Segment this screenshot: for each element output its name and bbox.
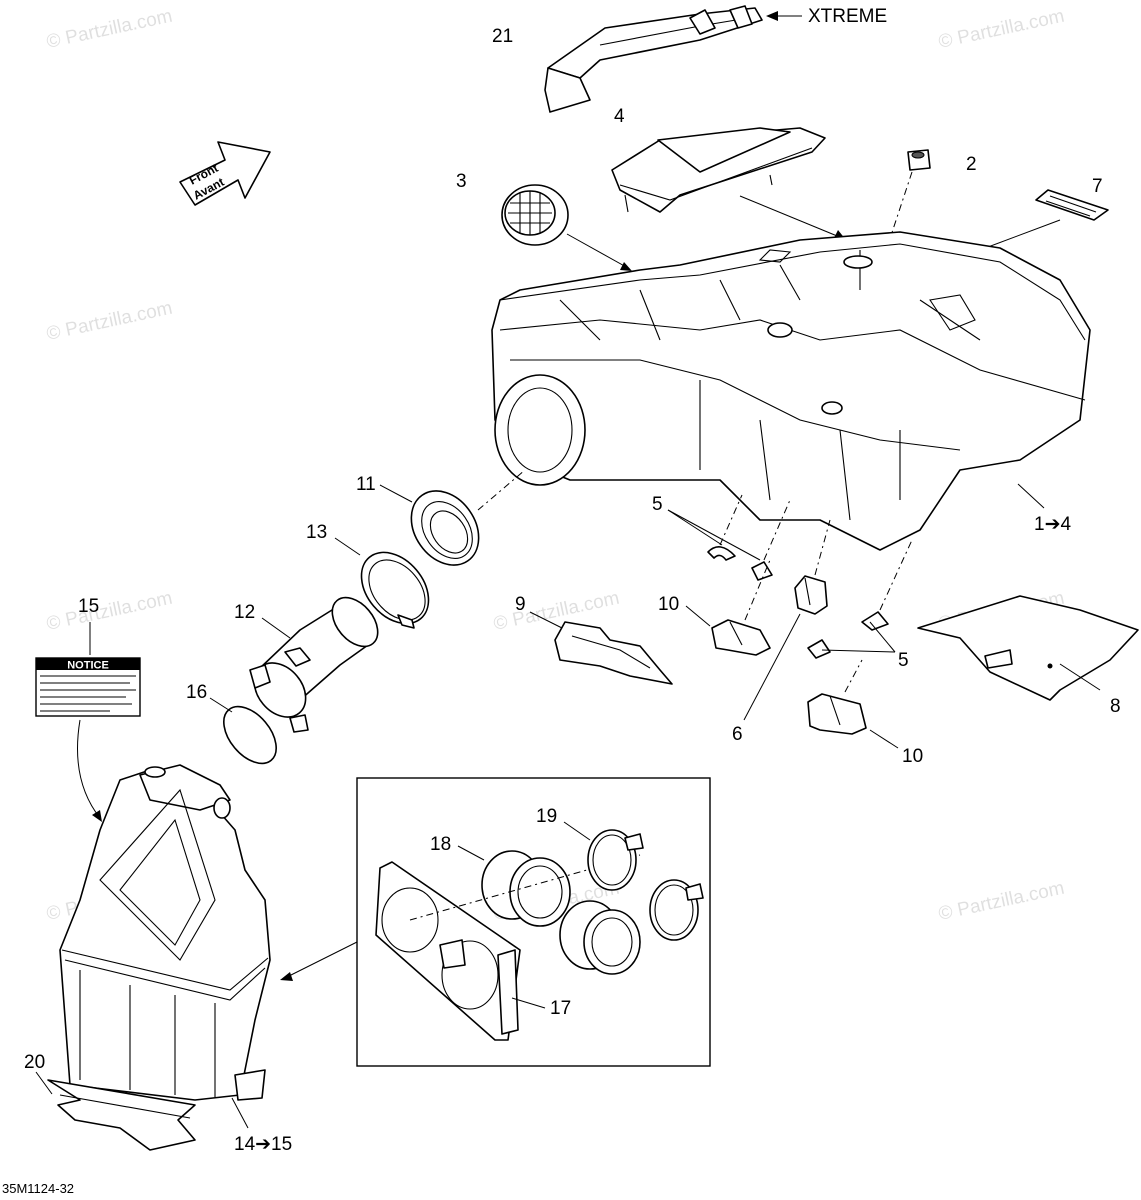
callout-20: 20 (24, 1052, 45, 1073)
callout-14-to-15: 14➔15 (234, 1134, 292, 1155)
part-10-bracket-lower (807, 693, 867, 735)
leader-line (667, 509, 723, 546)
part-5-clips-top (707, 546, 773, 581)
callout-21: 21 (492, 26, 513, 47)
leader-line (334, 537, 361, 556)
callout-10-lower: 10 (902, 746, 923, 767)
leader-line (77, 719, 101, 819)
inset-box (356, 777, 711, 1067)
watermark: © Partzilla.com (492, 588, 622, 635)
part-11-seal (410, 490, 480, 566)
callout-15: 15 (78, 596, 99, 617)
leader-line (1059, 663, 1101, 691)
part-12-adaptor (249, 596, 379, 733)
watermark: © Partzilla.com (45, 298, 175, 345)
centerline (744, 559, 771, 621)
leader-line (35, 1071, 53, 1095)
leader-line (209, 697, 233, 713)
callout-3: 3 (456, 171, 467, 192)
part-6-block (794, 575, 828, 615)
leader-line (231, 1097, 249, 1129)
callout-xtreme: XTREME (808, 6, 887, 27)
callout-12: 12 (234, 602, 255, 623)
callout-19: 19 (536, 806, 557, 827)
leader-line (563, 821, 591, 841)
part-10-bracket-upper (711, 619, 771, 656)
arrowhead (280, 972, 293, 981)
leader-line (1017, 483, 1045, 509)
callout-17: 17 (550, 998, 571, 1019)
part-8-shield (917, 595, 1139, 701)
figure-code: 35M1124-32 (2, 1181, 74, 1196)
callout-1-to-4: 1➔4 (1034, 514, 1071, 535)
leader-line (979, 219, 1061, 251)
callout-18: 18 (430, 834, 451, 855)
leader-line (869, 729, 899, 749)
part-5-clips-lower (807, 611, 889, 659)
callout-13: 13 (306, 522, 327, 543)
callout-11: 11 (356, 474, 376, 495)
leader-line (379, 484, 413, 503)
part-3-grille (501, 184, 569, 246)
part-20-gasket (47, 1079, 196, 1151)
arrowhead (92, 810, 102, 822)
callout-10-upper: 10 (658, 594, 679, 615)
callout-5-lower: 5 (898, 650, 909, 671)
part-19-clamps (587, 829, 704, 941)
arrowhead (766, 11, 778, 21)
lower-silencer-box (59, 764, 271, 1101)
part-18-bellows (481, 850, 641, 975)
centerline (763, 499, 791, 561)
arrowhead (620, 262, 632, 271)
part-4-top-cover (611, 127, 826, 213)
part-15-notice-label: NOTICE (35, 657, 141, 717)
watermark: © Partzilla.com (45, 6, 175, 53)
leader-line (566, 233, 629, 269)
leader-line (284, 941, 358, 979)
leader-line (667, 509, 761, 561)
callout-6: 6 (732, 724, 743, 745)
front-direction-arrow: Front Avant (179, 141, 271, 206)
callout-8: 8 (1110, 696, 1121, 717)
centerline (879, 539, 913, 611)
notice-title: NOTICE (67, 660, 109, 672)
part-21-cover (544, 5, 763, 113)
leader-line (529, 611, 563, 629)
part-13-clamp (360, 551, 430, 629)
part-17-plate (375, 861, 521, 1041)
watermark: © Partzilla.com (937, 6, 1067, 53)
leader-line (739, 195, 843, 239)
part-7-label (1035, 189, 1109, 221)
air-intake-box (491, 231, 1091, 551)
callout-4: 4 (614, 106, 625, 127)
centerline (477, 469, 526, 511)
centerline (814, 519, 831, 576)
leader-line (511, 997, 546, 1009)
callout-2: 2 (966, 154, 977, 175)
callout-5-upper: 5 (652, 494, 663, 515)
callout-9: 9 (515, 594, 526, 615)
leader-line (685, 605, 711, 627)
part-9-panel (554, 621, 673, 685)
part-2-grommet (907, 149, 931, 171)
leader-line (457, 845, 485, 861)
centerline (844, 659, 863, 693)
watermark: © Partzilla.com (937, 878, 1067, 925)
callout-16: 16 (186, 682, 207, 703)
centerline (719, 494, 743, 546)
callout-7: 7 (1092, 176, 1103, 197)
leader-line (261, 617, 291, 639)
leader-line (821, 649, 896, 653)
leader-line (743, 613, 801, 721)
callout-labels: 21 XTREME 4 2 3 7 11 13 5 1➔4 15 12 9 10… (24, 6, 1121, 1155)
watermark: © Partzilla.com (45, 588, 175, 635)
leader-line (869, 621, 896, 653)
